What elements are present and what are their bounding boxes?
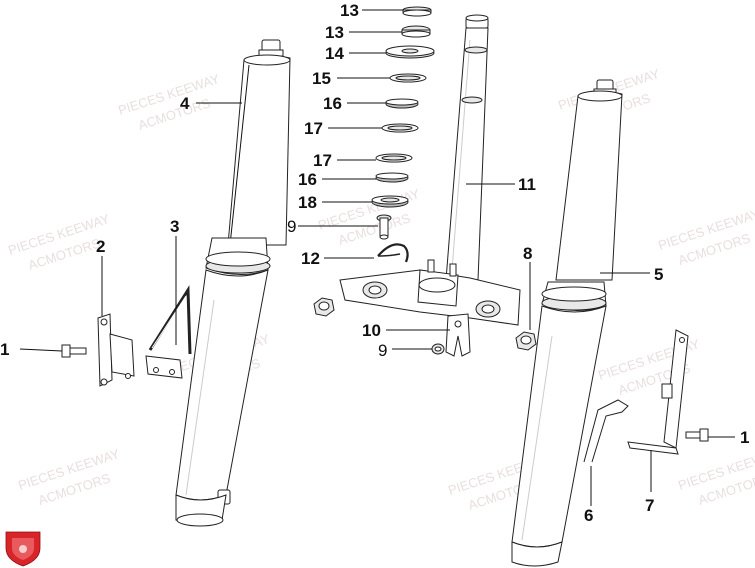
right-fork-leg [511, 79, 623, 567]
brake-hose-guide [145, 285, 192, 379]
label-part-12: 12 [301, 249, 320, 268]
label-part-9-upper: 9 [287, 217, 296, 236]
label-part-1-right: 1 [740, 428, 749, 447]
steering-stem [445, 14, 489, 281]
label-part-16-b: 16 [298, 170, 317, 189]
label-part-11: 11 [518, 175, 536, 194]
right-hose-guide [583, 399, 629, 463]
nut-9-lower [431, 343, 445, 355]
label-part-5: 5 [654, 265, 663, 284]
label-part-6: 6 [584, 506, 593, 525]
label-part-13-b: 13 [325, 23, 344, 42]
label-part-18: 18 [298, 193, 317, 212]
bolt-left [61, 344, 87, 358]
label-part-10: 10 [362, 321, 381, 340]
left-brake-bracket [97, 313, 135, 387]
label-part-9-lower: 9 [378, 341, 387, 360]
bolt-right [685, 428, 709, 442]
label-part-14: 14 [325, 44, 344, 63]
part-labels: 1 2 3 4 5 6 7 8 9 9 10 11 12 13 13 14 15… [0, 1, 749, 525]
hose-clip [377, 243, 409, 263]
leader-lines [19, 9, 735, 506]
bearing-stack [371, 6, 435, 208]
nut-right [515, 331, 537, 351]
cable-guide [445, 313, 471, 357]
label-part-13-a: 13 [340, 1, 359, 20]
label-part-1-left: 1 [0, 340, 9, 359]
bolt-9-upper [376, 214, 392, 240]
label-part-16-a: 16 [323, 94, 342, 113]
right-brake-bracket [627, 329, 689, 455]
label-part-4: 4 [180, 94, 190, 113]
label-part-8: 8 [523, 244, 532, 263]
label-part-3: 3 [170, 217, 179, 236]
label-part-17-b: 17 [313, 151, 332, 170]
label-part-7: 7 [645, 496, 654, 515]
label-part-17-a: 17 [304, 119, 323, 138]
label-part-2: 2 [96, 237, 105, 256]
nut-left [313, 297, 335, 317]
left-fork-leg [175, 39, 291, 527]
lower-triple-clamp [339, 259, 521, 326]
label-part-15: 15 [312, 69, 331, 88]
acmotors-shield-icon [5, 531, 41, 567]
